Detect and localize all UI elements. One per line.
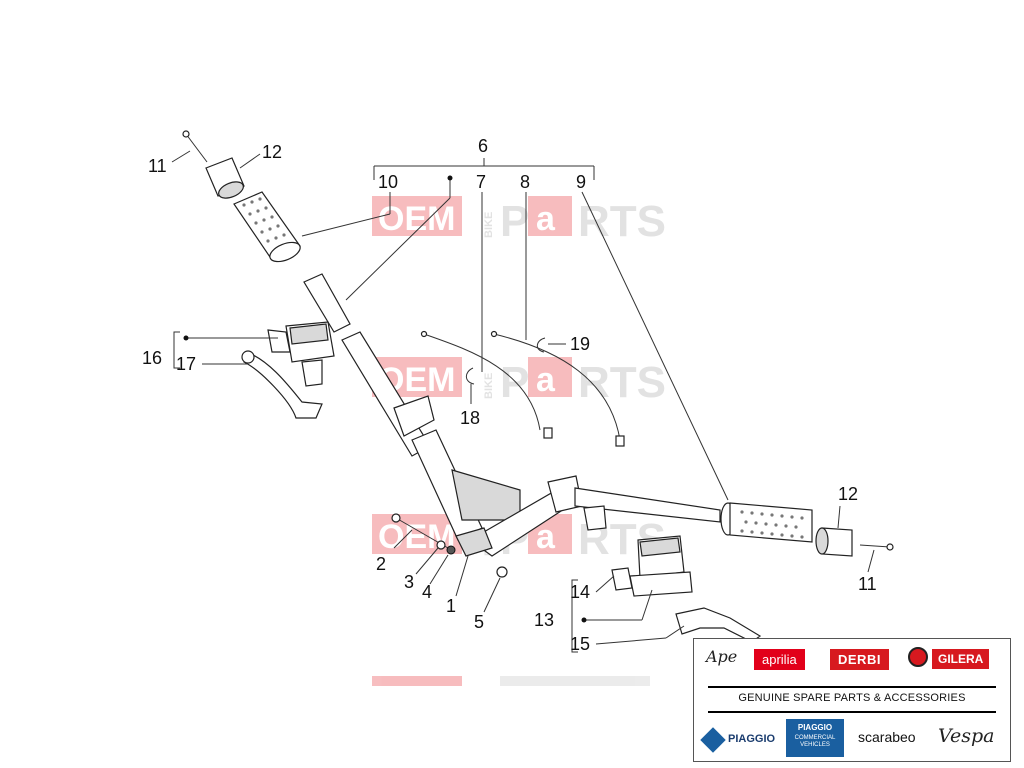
svg-text:OEM: OEM <box>378 200 455 238</box>
callout-15: 15 <box>570 634 590 654</box>
clamp-14 <box>611 567 633 591</box>
svg-text:a: a <box>536 200 556 238</box>
svg-text:BIKE: BIKE <box>483 373 495 399</box>
svg-text:OEM: OEM <box>378 518 455 556</box>
callout-13: 13 <box>534 610 554 630</box>
cable-7 <box>423 333 541 431</box>
handlebar-clamp <box>455 527 493 557</box>
tagline: GENUINE SPARE PARTS & ACCESSORIES <box>738 692 966 704</box>
clip-18 <box>465 367 475 385</box>
callout-14: 14 <box>570 582 590 602</box>
piaggio-commercial-logo: PIAGGIO COMMERCIAL VEHICLES <box>786 719 844 757</box>
svg-text:a: a <box>536 518 556 556</box>
handlebar-left-tube-end <box>303 273 351 333</box>
callout-3: 3 <box>404 572 414 592</box>
piaggio-logo-icon <box>700 727 726 753</box>
svg-text:BIKE: BIKE <box>483 212 495 238</box>
callout-10: 10 <box>378 172 398 192</box>
group-bracket-16 <box>173 331 180 369</box>
aprilia-logo: aprilia <box>754 649 805 670</box>
group-bracket-6 <box>373 158 595 180</box>
screw-5 <box>496 566 508 578</box>
callout-11-right: 11 <box>858 574 877 594</box>
handlebar-center-bracket <box>451 469 521 521</box>
svg-text:RTS: RTS <box>578 358 666 407</box>
callout-9: 9 <box>576 172 586 192</box>
handlebar <box>303 273 721 557</box>
callout-16: 16 <box>142 348 162 368</box>
left-brake-assembly <box>241 321 335 419</box>
callout-12-right: 12 <box>838 484 858 504</box>
gilera-logo-icon <box>908 647 928 667</box>
left-end-screw <box>185 133 208 163</box>
right-brake-lever <box>675 607 762 643</box>
callout-7: 7 <box>476 172 486 192</box>
cables <box>420 330 625 447</box>
clip-19 <box>536 337 546 353</box>
right-grip-assembly <box>720 502 894 557</box>
cable-8 <box>493 333 621 441</box>
right-brake-assembly <box>611 535 762 643</box>
watermark-middle: OEM BIKE P a RTS <box>372 357 666 407</box>
brand-panel: Ape aprilia DERBI GILERA GENUINE SPARE P… <box>693 638 1011 762</box>
svg-text:P: P <box>500 358 529 407</box>
ape-logo: Ape <box>706 647 738 666</box>
handlebar-right-tube <box>574 487 721 523</box>
callout-1: 1 <box>446 596 456 616</box>
left-grip-assembly <box>182 130 301 263</box>
gilera-logo: GILERA <box>932 649 990 669</box>
callout-6: 6 <box>478 136 488 156</box>
callout-2: 2 <box>376 554 386 574</box>
callout-19: 19 <box>570 334 590 354</box>
nut <box>446 545 456 555</box>
reference-dots <box>183 175 587 623</box>
svg-text:P: P <box>500 197 529 246</box>
callout-4: 4 <box>422 582 432 602</box>
watermark-bottom <box>372 676 650 686</box>
svg-text:RTS: RTS <box>578 197 666 246</box>
brand-divider-bottom <box>708 711 996 713</box>
callout-labels: 6 10 7 8 9 11 12 16 17 19 18 12 11 2 3 4… <box>142 136 877 654</box>
left-brake-lever <box>243 351 323 419</box>
watermark-top: OEM BIKE P a RTS <box>372 196 666 246</box>
piaggio-logo: PIAGGIO <box>728 733 776 745</box>
callout-18: 18 <box>460 408 480 428</box>
group-bracket-13 <box>571 579 578 653</box>
clamp-fasteners <box>391 513 508 578</box>
right-end-screw <box>859 544 891 548</box>
right-grip <box>729 502 813 543</box>
callout-8: 8 <box>520 172 530 192</box>
derbi-logo: DERBI <box>830 649 889 670</box>
washer <box>436 540 446 550</box>
leader-lines <box>171 150 875 645</box>
scarabeo-logo: scarabeo <box>858 729 916 745</box>
callout-5: 5 <box>474 612 484 632</box>
callout-11-left: 11 <box>148 156 167 176</box>
vespa-logo: Vespa <box>938 725 995 747</box>
brand-divider-top <box>708 686 996 688</box>
callout-17: 17 <box>176 354 196 374</box>
callout-12-left: 12 <box>262 142 282 162</box>
svg-text:a: a <box>536 361 556 399</box>
